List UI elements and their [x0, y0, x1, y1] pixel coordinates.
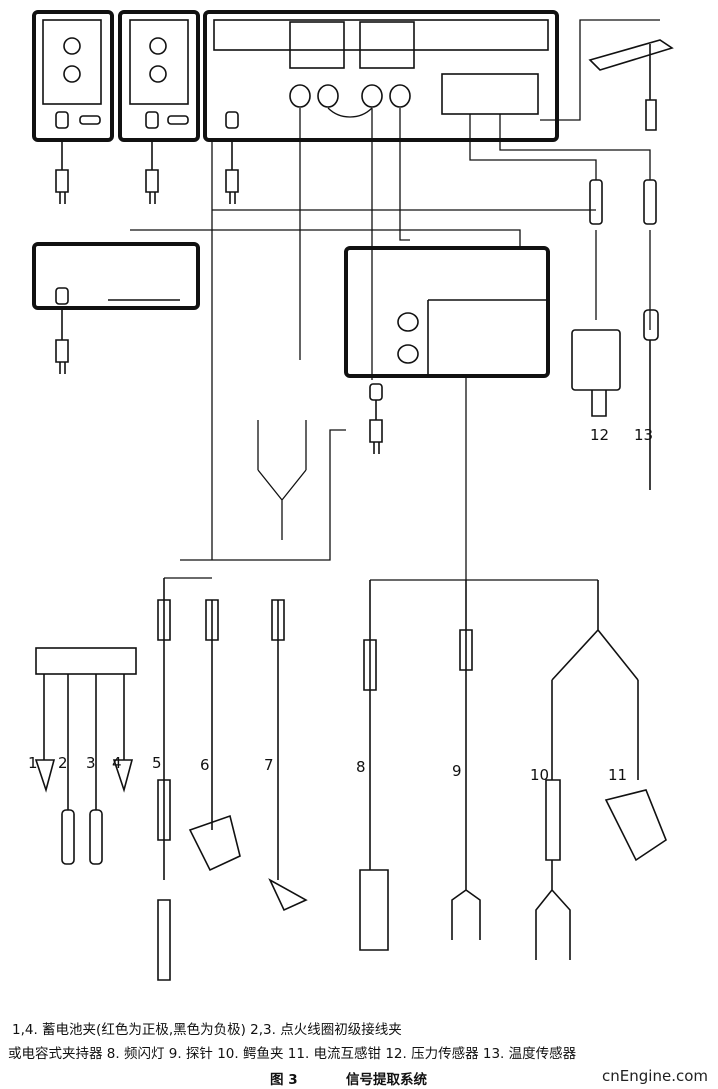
label-7: 7 — [264, 756, 274, 774]
power-plugs — [55, 140, 383, 454]
caption-line-1: 1,4. 蓄电池夹(红色为正极,黑色为负极) 2,3. 点火线圈初级接线夹 — [12, 1022, 402, 1038]
module-1 — [32, 10, 114, 142]
label-11: 11 — [608, 766, 627, 784]
pressure-sensor — [571, 179, 621, 417]
figure-title: 信号提取系统 — [346, 1072, 427, 1088]
main-analyzer — [203, 10, 559, 142]
label-13: 13 — [634, 426, 653, 444]
label-3: 3 — [86, 754, 96, 772]
label-8: 8 — [356, 758, 366, 776]
module-2 — [118, 10, 200, 142]
cables — [130, 19, 660, 581]
watermark: cnEngine.com — [602, 1067, 708, 1085]
label-9: 9 — [452, 762, 462, 780]
figure-number: 图 3 — [270, 1072, 298, 1088]
label-6: 6 — [200, 756, 210, 774]
lead-5 — [157, 578, 171, 981]
caption-line-2: 或电容式夹持器 8. 频闪灯 9. 探针 10. 鳄鱼夹 11. 电流互感钳 1… — [8, 1046, 577, 1062]
label-4: 4 — [112, 754, 122, 772]
callout-labels: 1 2 3 4 5 6 7 8 9 10 11 12 13 — [28, 426, 653, 784]
lead-9 — [451, 580, 481, 940]
label-12: 12 — [590, 426, 609, 444]
temperature-sensor — [643, 179, 659, 490]
label-2: 2 — [58, 754, 68, 772]
lead-10 — [535, 580, 639, 960]
module-left — [32, 242, 200, 310]
label-10: 10 — [530, 766, 549, 784]
gun-probe — [588, 39, 674, 131]
label-1: 1 — [28, 754, 38, 772]
label-5: 5 — [152, 754, 162, 772]
lead-6 — [188, 599, 241, 872]
module-right — [344, 246, 550, 401]
clamp-bank — [34, 647, 137, 865]
lead-8 — [359, 580, 389, 951]
lead-11 — [604, 680, 667, 862]
lead-7 — [268, 599, 308, 912]
